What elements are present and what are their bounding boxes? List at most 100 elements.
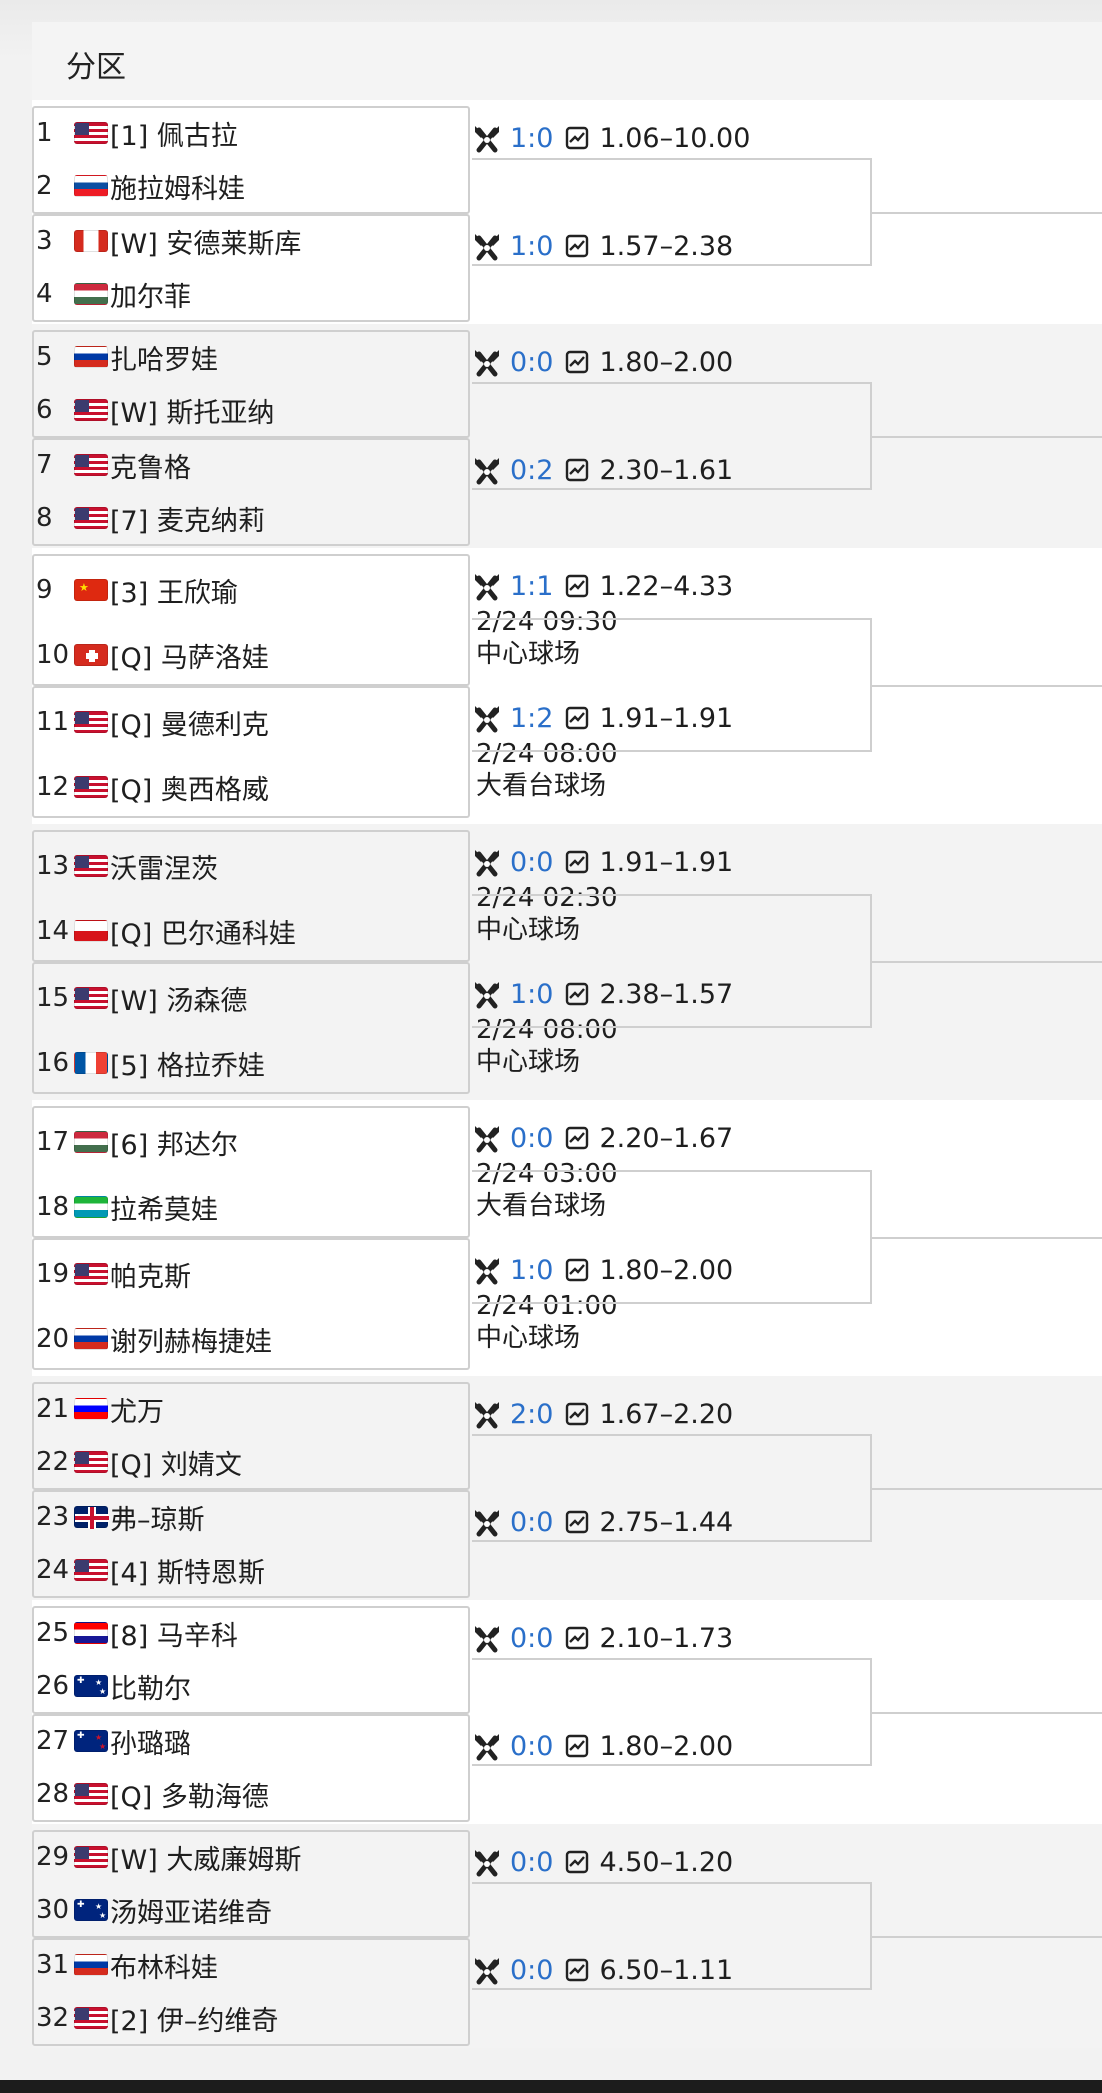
odds-chart-icon[interactable] bbox=[565, 1510, 589, 1534]
odds-chart-icon[interactable] bbox=[565, 706, 589, 730]
player-row[interactable]: 25[8] 马辛科 bbox=[36, 1613, 238, 1653]
match-score[interactable]: 1:2 bbox=[510, 702, 554, 734]
match-score[interactable]: 0:2 bbox=[510, 454, 554, 486]
player-row[interactable]: 17[6] 邦达尔 bbox=[36, 1122, 238, 1162]
odds-chart-icon[interactable] bbox=[565, 1850, 589, 1874]
match-score[interactable]: 0:0 bbox=[510, 1846, 554, 1878]
player-name[interactable]: [W] 安德莱斯库 bbox=[110, 228, 302, 260]
player-row[interactable]: 32[2] 伊–约维奇 bbox=[36, 1998, 278, 2038]
player-name[interactable]: 比勒尔 bbox=[110, 1673, 191, 1705]
match-score[interactable]: 0:0 bbox=[510, 346, 554, 378]
player-row[interactable]: 26✚★★比勒尔 bbox=[36, 1666, 191, 1706]
player-name[interactable]: 施拉姆科娃 bbox=[110, 173, 245, 205]
player-row[interactable]: 16[5] 格拉乔娃 bbox=[36, 1043, 265, 1083]
player-row[interactable]: 27✚★★孙璐璐 bbox=[36, 1721, 191, 1761]
player-row[interactable]: 30✚★★汤姆亚诺维奇 bbox=[36, 1890, 272, 1930]
match-score[interactable]: 0:0 bbox=[510, 1506, 554, 1538]
player-name[interactable]: [Q] 曼德利克 bbox=[110, 709, 269, 741]
player-name[interactable]: [Q] 刘婧文 bbox=[110, 1449, 242, 1481]
odds-chart-icon[interactable] bbox=[565, 982, 589, 1006]
player-name[interactable]: [5] 格拉乔娃 bbox=[110, 1050, 265, 1082]
player-name[interactable]: [7] 麦克纳莉 bbox=[110, 505, 265, 537]
player-row[interactable]: 14[Q] 巴尔通科娃 bbox=[36, 911, 296, 951]
player-name[interactable]: [W] 斯托亚纳 bbox=[110, 397, 275, 429]
odds-chart-icon[interactable] bbox=[565, 1258, 589, 1282]
match-score[interactable]: 0:0 bbox=[510, 1954, 554, 1986]
odds-chart-icon[interactable] bbox=[565, 1626, 589, 1650]
player-name[interactable]: [4] 斯特恩斯 bbox=[110, 1557, 265, 1589]
player-row[interactable]: 11[Q] 曼德利克 bbox=[36, 702, 269, 742]
match-score[interactable]: 0:0 bbox=[510, 1122, 554, 1154]
player-name[interactable]: 帕克斯 bbox=[110, 1261, 191, 1293]
player-name[interactable]: [W] 大威廉姆斯 bbox=[110, 1844, 302, 1876]
player-row[interactable]: 22[Q] 刘婧文 bbox=[36, 1442, 242, 1482]
player-row[interactable]: 9★[3] 王欣瑜 bbox=[36, 570, 238, 610]
player-name[interactable]: 沃雷涅茨 bbox=[110, 853, 218, 885]
player-name[interactable]: [Q] 多勒海德 bbox=[110, 1781, 269, 1813]
player-name[interactable]: 加尔菲 bbox=[110, 281, 191, 313]
player-row[interactable]: 28[Q] 多勒海德 bbox=[36, 1774, 269, 1814]
match-score[interactable]: 0:0 bbox=[510, 1730, 554, 1762]
player-name[interactable]: 扎哈罗娃 bbox=[110, 344, 218, 376]
player-row[interactable]: 1[1] 佩古拉 bbox=[36, 113, 238, 153]
player-row[interactable]: 29[W] 大威廉姆斯 bbox=[36, 1837, 301, 1877]
odds-chart-icon[interactable] bbox=[565, 1958, 589, 1982]
player-row[interactable]: 12[Q] 奥西格威 bbox=[36, 767, 269, 807]
odds-chart-icon[interactable] bbox=[565, 1734, 589, 1758]
player-row[interactable]: 15[W] 汤森德 bbox=[36, 978, 247, 1018]
player-row[interactable]: 8[7] 麦克纳莉 bbox=[36, 498, 265, 538]
odds-chart-icon[interactable] bbox=[565, 1402, 589, 1426]
player-name[interactable]: [6] 邦达尔 bbox=[110, 1129, 238, 1161]
player-row[interactable]: 10[Q] 马萨洛娃 bbox=[36, 635, 269, 675]
odds-chart-icon[interactable] bbox=[565, 574, 589, 598]
player-row[interactable]: 24[4] 斯特恩斯 bbox=[36, 1550, 265, 1590]
match-score[interactable]: 0:0 bbox=[510, 1622, 554, 1654]
player-name[interactable]: [Q] 奥西格威 bbox=[110, 774, 269, 806]
match-score[interactable]: 1:0 bbox=[510, 1254, 554, 1286]
match-score[interactable]: 0:0 bbox=[510, 846, 554, 878]
player-name[interactable]: 汤姆亚诺维奇 bbox=[110, 1897, 272, 1929]
player-name[interactable]: 克鲁格 bbox=[110, 452, 191, 484]
odds-chart-icon[interactable] bbox=[565, 126, 589, 150]
player-name[interactable]: [8] 马辛科 bbox=[110, 1620, 238, 1652]
odds-chart-icon[interactable] bbox=[565, 234, 589, 258]
odds-chart-icon[interactable] bbox=[565, 1126, 589, 1150]
match-score[interactable]: 1:0 bbox=[510, 122, 554, 154]
player-name[interactable]: [Q] 马萨洛娃 bbox=[110, 642, 269, 674]
player-name[interactable]: 布林科娃 bbox=[110, 1952, 218, 1984]
player-name[interactable]: 拉希莫娃 bbox=[110, 1194, 218, 1226]
odds-chart-icon[interactable] bbox=[565, 850, 589, 874]
player-name[interactable]: [2] 伊–约维奇 bbox=[110, 2005, 279, 2037]
match-score[interactable]: 1:0 bbox=[510, 978, 554, 1010]
player-name[interactable]: 尤万 bbox=[110, 1396, 164, 1428]
player-name[interactable]: [1] 佩古拉 bbox=[110, 120, 238, 152]
player-row[interactable]: 6[W] 斯托亚纳 bbox=[36, 390, 274, 430]
player-name[interactable]: 孙璐璐 bbox=[110, 1728, 191, 1760]
player-name[interactable]: [3] 王欣瑜 bbox=[110, 577, 238, 609]
